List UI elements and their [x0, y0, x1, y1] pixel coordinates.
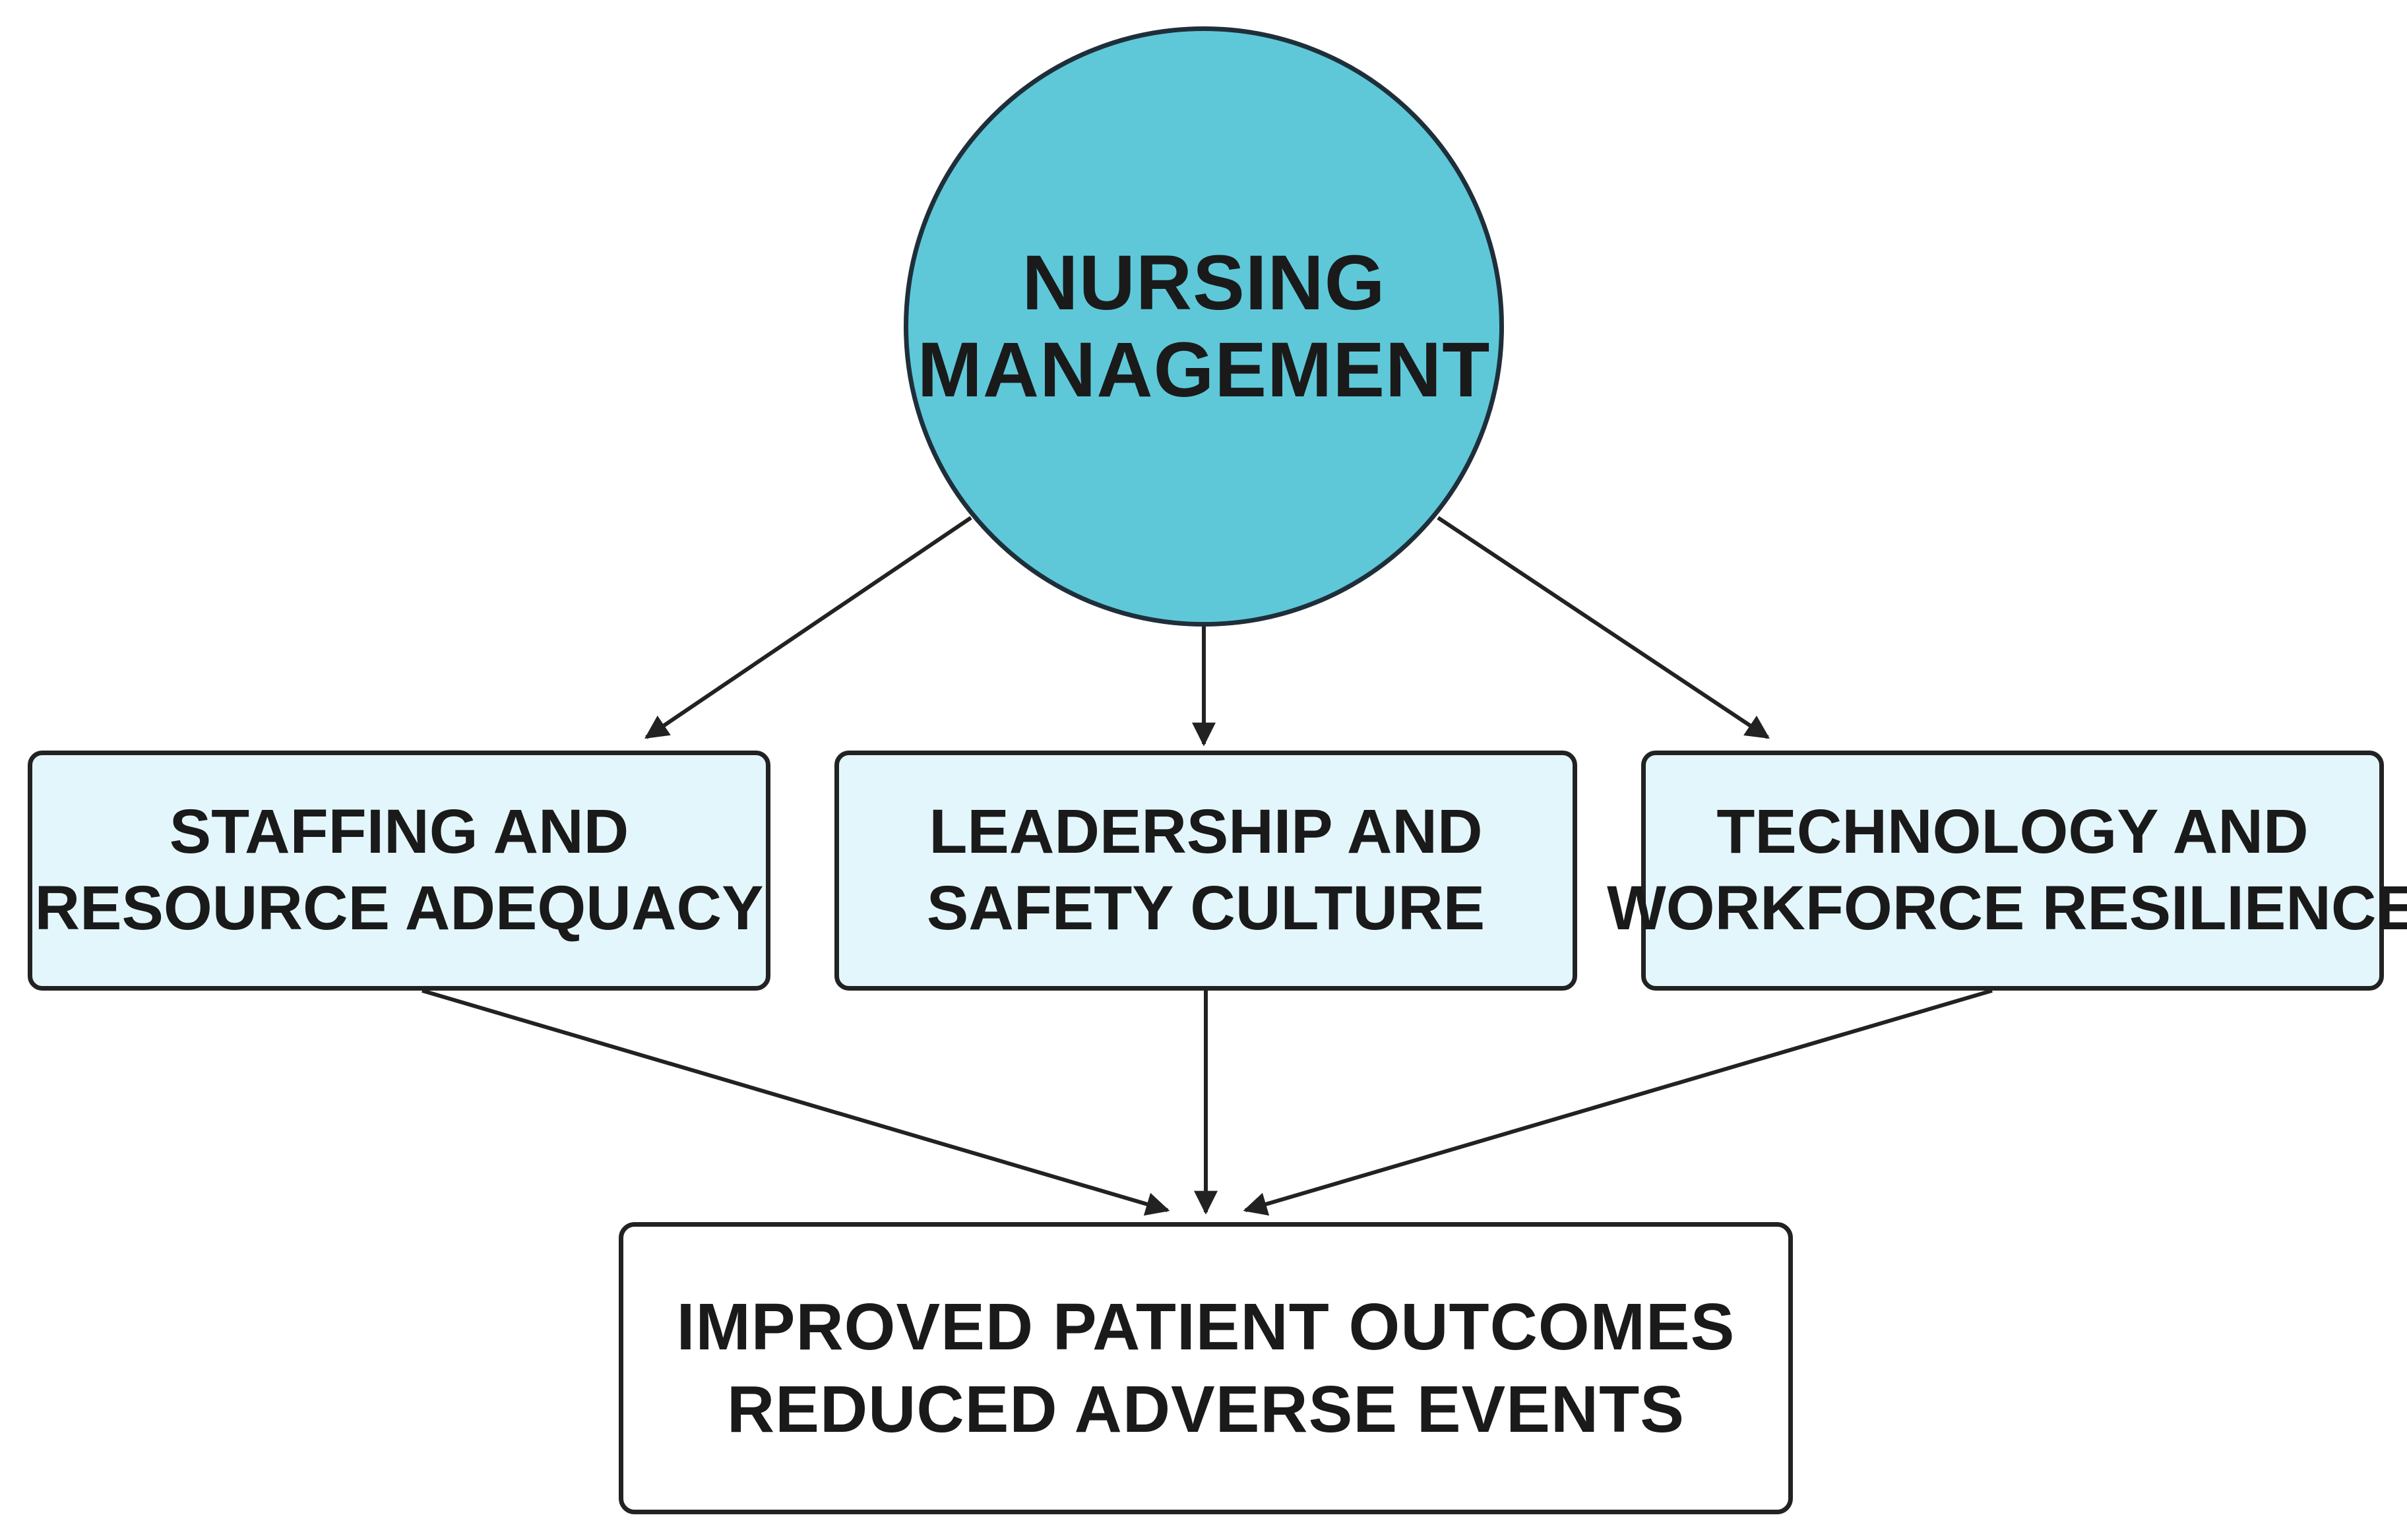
factor-leadership-box: LEADERSHIP AND SAFETY CULTURE [834, 751, 1577, 991]
hub-label-line: NURSING [1022, 239, 1386, 326]
outcome-label-line: IMPROVED PATIENT OUTCOMES [676, 1289, 1735, 1364]
factor-label-line: TECHNOLOGY AND [1716, 797, 2309, 867]
outcome-label-line: REDUCED ADVERSE EVENTS [727, 1372, 1685, 1446]
factor-technology-box: TECHNOLOGY AND WORKFORCE RESILIENCE [1607, 751, 2407, 991]
factor-label-line: STAFFING AND [169, 797, 629, 867]
hub-nursing-management: NURSING MANAGEMENT [904, 26, 1504, 627]
arrow-staffing-to-outcome [422, 989, 1170, 1216]
factor-label-line: LEADERSHIP AND [929, 797, 1483, 867]
factor-label-line: SAFETY CULTURE [926, 873, 1485, 943]
arrow-hub-to-staffing [644, 516, 972, 739]
arrow-technology-to-outcome [1243, 989, 1993, 1216]
hub-label-line: MANAGEMENT [917, 326, 1491, 414]
arrow-hub-to-technology [1437, 516, 1770, 739]
factor-staffing-box: STAFFING AND RESOURCE ADEQUACY [28, 751, 770, 991]
factor-label-line: WORKFORCE RESILIENCE [1607, 873, 2407, 943]
outcome-box: IMPROVED PATIENT OUTCOMES REDUCED ADVERS… [619, 1222, 1793, 1514]
factor-label-line: RESOURCE ADEQUACY [34, 873, 764, 943]
